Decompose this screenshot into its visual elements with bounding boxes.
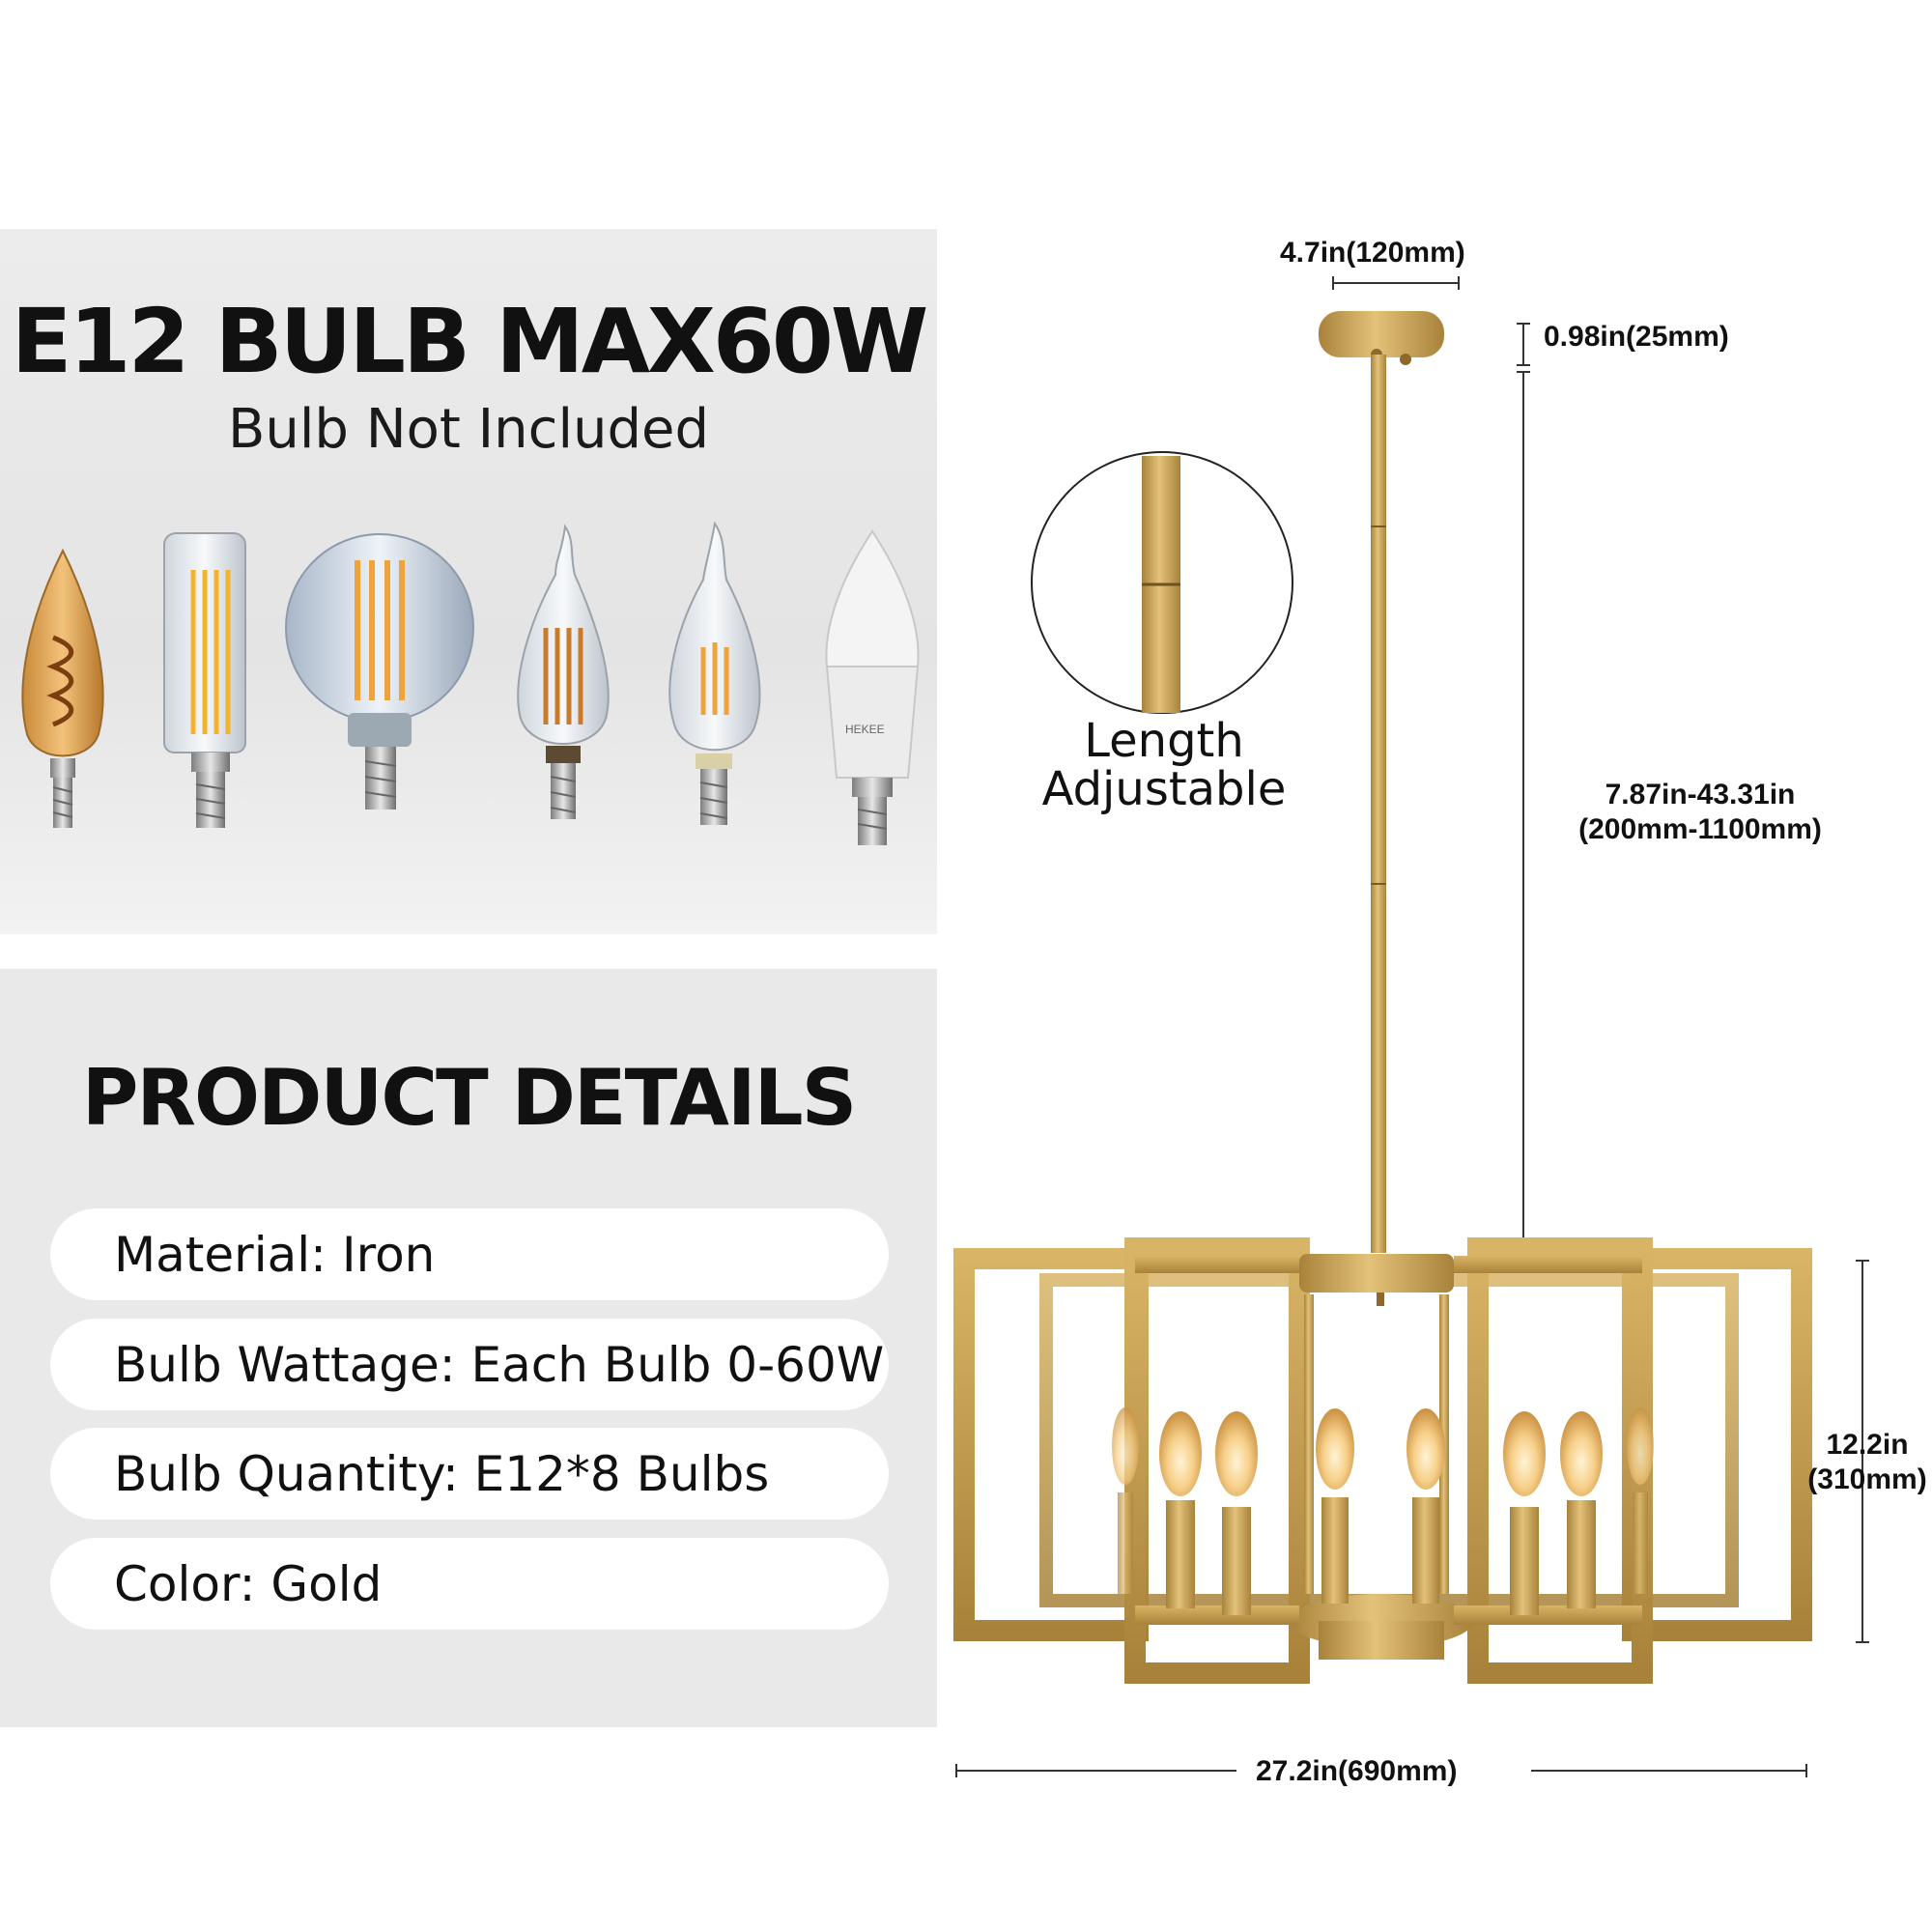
rod-length-line1: 7.87in-43.31in bbox=[1605, 779, 1796, 810]
body-height-line1: 12.2in bbox=[1826, 1429, 1909, 1461]
dimension-lines bbox=[955, 276, 1869, 1777]
bulb-subtitle: Bulb Not Included bbox=[227, 398, 710, 461]
down-rod bbox=[1371, 355, 1386, 1253]
body-width-label: 27.2in(690mm) bbox=[1256, 1755, 1458, 1787]
amber-candle-bulb bbox=[21, 548, 104, 828]
candle-bulb bbox=[1112, 1407, 1139, 1594]
length-adjustable-label: Length Adjustable bbox=[1014, 717, 1314, 813]
candle-bulb bbox=[1503, 1411, 1546, 1615]
candle-bulb bbox=[1316, 1408, 1354, 1604]
rod-zoom-circle bbox=[1031, 451, 1293, 714]
bulb-title: E12 BULB MAX60W bbox=[11, 290, 929, 393]
candle-bulb bbox=[1406, 1408, 1445, 1604]
body-height-line2: (310mm) bbox=[1807, 1463, 1927, 1495]
white-led-candle-bulb: HEKEE bbox=[825, 529, 920, 845]
globe-bulb bbox=[285, 533, 474, 810]
bent-tip-bulb bbox=[668, 522, 761, 825]
flame-tip-bulb bbox=[517, 524, 610, 819]
bulb-brand-label: HEKEE bbox=[845, 723, 885, 736]
body-height-label: 12.2in (310mm) bbox=[1804, 1428, 1930, 1497]
canopy-height-label: 0.98in(25mm) bbox=[1544, 321, 1729, 353]
canopy-width-label: 4.7in(120mm) bbox=[1280, 237, 1465, 269]
adjustable-line2: Adjustable bbox=[1041, 762, 1287, 816]
candle-bulb bbox=[1627, 1407, 1654, 1594]
candle-bulb bbox=[1159, 1411, 1202, 1608]
chandelier-body bbox=[953, 1237, 1812, 1684]
ceiling-canopy bbox=[1319, 311, 1444, 365]
rod-length-label: 7.87in-43.31in (200mm-1100mm) bbox=[1536, 778, 1864, 847]
detail-row-quantity: Bulb Quantity: E12*8 Bulbs bbox=[50, 1428, 889, 1520]
candle-bulbs bbox=[1112, 1407, 1654, 1615]
candle-bulb bbox=[1560, 1411, 1603, 1608]
adjustable-line1: Length bbox=[1084, 714, 1244, 768]
candle-bulb bbox=[1215, 1411, 1258, 1615]
detail-row-color: Color: Gold bbox=[50, 1538, 889, 1630]
rod-length-line2: (200mm-1100mm) bbox=[1578, 813, 1822, 845]
bulb-info-panel bbox=[0, 229, 937, 934]
detail-row-material: Material: Iron bbox=[50, 1208, 889, 1300]
tubular-clear-bulb bbox=[163, 532, 246, 828]
detail-row-wattage: Bulb Wattage: Each Bulb 0-60W bbox=[50, 1319, 889, 1410]
product-details-title: PRODUCT DETAILS bbox=[81, 1053, 857, 1143]
compatible-bulbs-illustration: HEKEE bbox=[21, 522, 920, 845]
